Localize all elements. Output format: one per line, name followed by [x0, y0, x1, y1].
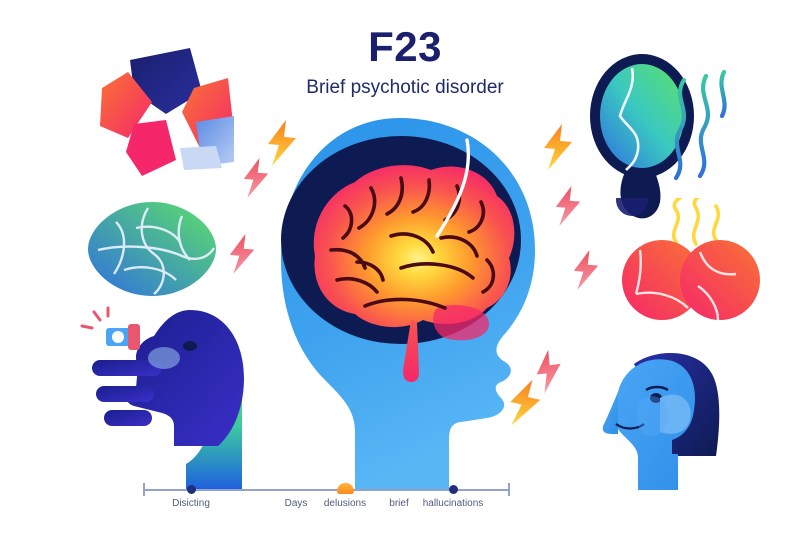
heat-wave-icon: [671, 198, 721, 246]
patient-profile-icon: [602, 353, 720, 490]
eye: [650, 393, 662, 403]
title-block: F23 Brief psychotic disorder: [0, 23, 810, 98]
brain-folds: [329, 176, 496, 310]
lightning-bolt-icon: [573, 250, 599, 290]
head-with-brain-figure: [281, 118, 535, 490]
auditory-hallucination-icon: [80, 306, 244, 446]
timeline-axis: [143, 489, 509, 491]
fragmented-thinking-icon: [100, 48, 234, 176]
megaphone-icon: [80, 306, 140, 350]
timeline-marker-label: brief: [389, 498, 409, 509]
timeline-marker-label: Days: [284, 498, 308, 509]
cerebellum: [433, 304, 489, 341]
timeline-marker-dot[interactable]: [448, 485, 458, 494]
timeline-marker-label: hallucinations: [422, 498, 484, 509]
eyebrow: [645, 385, 669, 392]
timeline-marker-label: delusions: [323, 498, 367, 509]
episode-timeline: Disicting Days delusions brief hallucina…: [140, 481, 512, 527]
timeline-marker-label: Disicting: [172, 498, 210, 509]
lightning-bolt-icon: [536, 349, 561, 394]
lightning-bolt-icon: [544, 124, 572, 170]
lightning-bolt-icon: [229, 234, 255, 274]
ear: [660, 394, 691, 434]
timeline-marker-dot[interactable]: [186, 485, 196, 494]
mirror-crack: [618, 67, 640, 171]
timeline-end-cap: [508, 483, 510, 496]
mouth: [615, 423, 645, 430]
distortion-waves-icon: [673, 69, 727, 181]
neural-spark-icon: [435, 138, 471, 238]
lightning-bolt-icon: [268, 120, 296, 166]
face: [613, 359, 695, 490]
page-title: Brief psychotic disorder: [306, 77, 504, 98]
lightning-bolt-icon: [510, 379, 541, 426]
lightning-bolt-icon: [555, 186, 581, 226]
timeline-start-cap: [143, 483, 145, 496]
brain-mass: [313, 165, 515, 328]
nose: [602, 392, 618, 434]
cracked-perception-icon: [88, 202, 216, 296]
disorder-code: F23: [368, 23, 442, 70]
brain-stem: [403, 320, 419, 382]
agitation-icon: [616, 198, 760, 321]
sound-wave-bars: [92, 360, 162, 426]
lightning-bolt-icon: [243, 158, 269, 198]
cracked-mirror-icon: [590, 54, 727, 219]
timeline-marker-dot[interactable]: [336, 483, 354, 494]
